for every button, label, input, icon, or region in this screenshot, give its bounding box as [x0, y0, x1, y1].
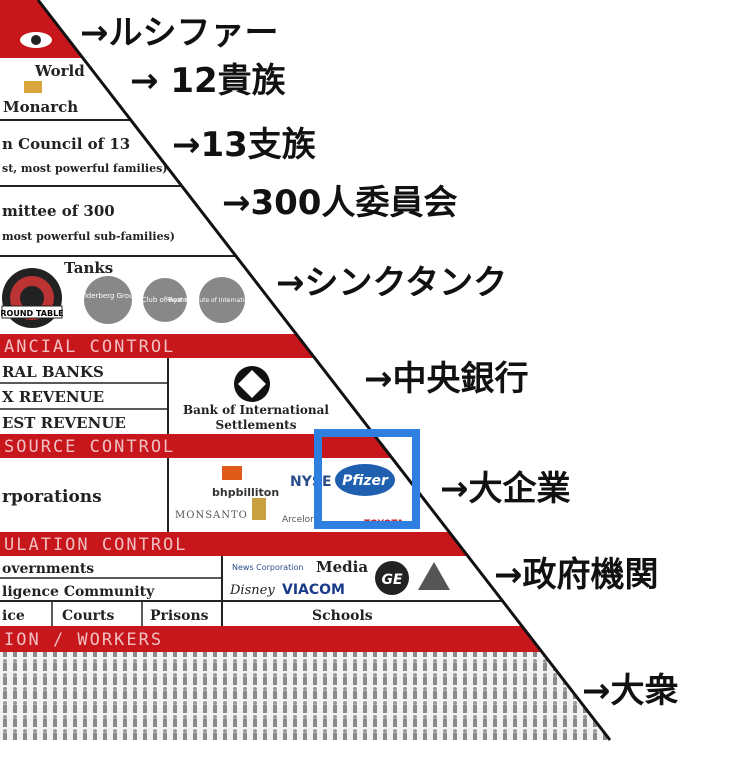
council-line-1: n Council of 13: [2, 135, 130, 153]
prisons-label: Prisons: [150, 608, 209, 624]
svg-text:ROUND TABLE: ROUND TABLE: [0, 309, 63, 318]
corporations-label: rporations: [2, 487, 102, 507]
round-table-logo: ROUND TABLE: [0, 268, 64, 328]
pyramid-edge: [36, 0, 612, 741]
annotation-big-corporations: →大企業: [440, 469, 571, 509]
bhp-icon: [222, 466, 242, 480]
annotation-committee-300: →300人委員会: [222, 183, 458, 223]
committee-line-1: mittee of 300: [2, 202, 115, 220]
svg-text:ULATION CONTROL: ULATION CONTROL: [4, 535, 188, 555]
royal-institute-logo: Royal Institute of International Affairs: [166, 277, 278, 323]
monarch-line-1: World: [34, 62, 85, 80]
annotation-13-bloodlines: →13支族: [172, 125, 316, 165]
gov-line-1: overnments: [2, 561, 94, 577]
bis-logo: [234, 366, 270, 402]
pfizer-logo: Pfizer: [342, 473, 389, 489]
banks-line-1: RAL BANKS: [2, 363, 104, 381]
media-triangle-icon: [418, 562, 450, 590]
schools-label: Schools: [312, 608, 373, 624]
banks-line-3: EST REVENUE: [2, 414, 126, 432]
police-label: ice: [2, 608, 25, 624]
svg-text:Royal Institute of Internation: Royal Institute of International Affairs: [166, 297, 278, 304]
svg-text:ANCIAL CONTROL: ANCIAL CONTROL: [4, 337, 175, 357]
think-tanks-label: Tanks: [64, 259, 113, 277]
annotation-government: →政府機関: [494, 555, 659, 595]
nyse-logo: NYSE: [290, 474, 332, 490]
svg-text:ION / WORKERS: ION / WORKERS: [4, 630, 163, 650]
ge-logo: [375, 561, 409, 595]
annotation-central-bank: →中央銀行: [364, 359, 529, 399]
bis-line-2: Settlements: [216, 418, 297, 432]
gov-line-2: ligence Community: [2, 584, 155, 600]
bis-line-1: Bank of International: [183, 403, 329, 417]
crowd-illustration: [0, 652, 610, 740]
club-of-rome-logo: Club of Rome: [142, 278, 189, 322]
banks-line-2: X REVENUE: [2, 388, 104, 406]
pfizer-logo-shape: [335, 464, 395, 496]
news-corp-logo: News Corporation: [232, 563, 303, 572]
annotation-12-nobles: → 12貴族: [130, 61, 286, 101]
workers-band: [0, 626, 600, 652]
svg-text:Club of Rome: Club of Rome: [142, 296, 189, 304]
media-label: Media: [316, 558, 368, 576]
courts-label: Courts: [62, 608, 115, 624]
viacom-logo: VIACOM: [282, 582, 345, 598]
annotation-think-tank: →シンクタンク: [276, 263, 508, 303]
svg-text:Bilderberg Group: Bilderberg Group: [78, 292, 138, 300]
bhp-logo: bhpbilliton: [212, 486, 279, 499]
monarch-line-2: Monarch: [3, 98, 78, 116]
annotation-lucifer: →ルシファー: [80, 13, 279, 53]
disney-logo: Disney: [229, 583, 275, 598]
bilderberg-logo: Bilderberg Group: [78, 276, 138, 324]
svg-text:GE: GE: [381, 572, 402, 588]
committee-line-2: most powerful sub-families): [2, 230, 175, 243]
crown-icon: [24, 81, 42, 93]
annotation-masses: →大衆: [582, 671, 679, 711]
arcelor-logo: Arcelor: [282, 515, 314, 525]
svg-text:SOURCE CONTROL: SOURCE CONTROL: [4, 437, 175, 457]
monsanto-logo: MONSANTO: [175, 510, 248, 521]
pfizer-highlight-box: [314, 429, 420, 529]
council-line-2: st, most powerful families): [2, 162, 167, 175]
corp-small-icon: [252, 498, 266, 520]
